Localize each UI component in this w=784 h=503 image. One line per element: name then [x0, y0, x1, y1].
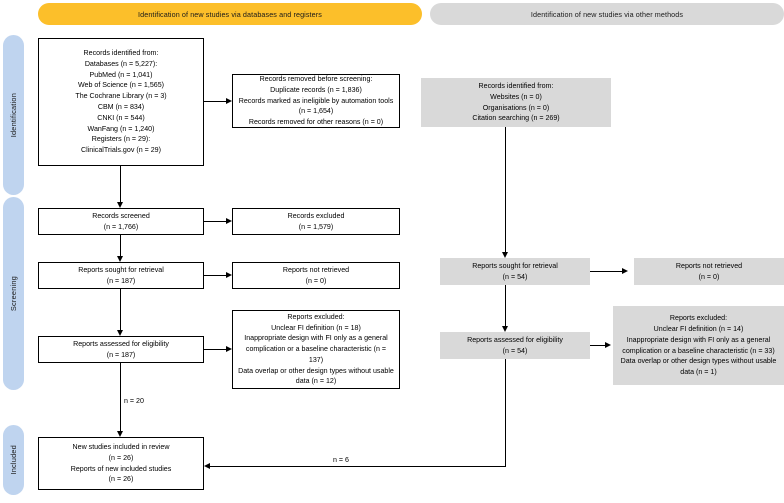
edge-other-assessed-down	[505, 359, 506, 466]
node-records-removed-before-screening: Records removed before screening: Duplic…	[232, 74, 400, 128]
stage-label-included: Included	[9, 445, 18, 475]
arrowhead-identified-to-screened	[116, 202, 123, 208]
header-databases-label: Identification of new studies via databa…	[138, 9, 322, 19]
edge-identified-to-removed	[204, 101, 226, 102]
edge-assessed-to-repexcluded	[204, 349, 226, 350]
arrowhead-screened-to-excluded	[226, 217, 232, 224]
node-reports-assessed-databases: Reports assessed for eligibility (n = 18…	[38, 336, 204, 363]
edge-label-n20: n = 20	[124, 397, 144, 405]
arrowhead-assessed-to-included	[116, 431, 123, 437]
arrowhead-assessed-to-repexcluded	[226, 345, 232, 352]
stage-label-identification: Identification	[9, 92, 18, 138]
arrowhead-sought-to-notretrieved	[226, 271, 232, 278]
node-reports-not-retrieved-other: Reports not retrieved (n = 0)	[634, 258, 784, 285]
header-other-label: Identification of new studies via other …	[530, 9, 684, 19]
stage-pill-included: Included	[3, 425, 24, 495]
node-reports-sought-other: Reports sought for retrieval (n = 54)	[440, 258, 590, 285]
arrowhead-other-identified-to-sought	[501, 252, 508, 258]
edge-sought-to-assessed	[120, 289, 121, 330]
arrowhead-screened-to-sought	[116, 256, 123, 262]
edge-screened-to-excluded	[204, 221, 226, 222]
arrowhead-other-to-included	[204, 462, 210, 469]
header-databases-registers: Identification of new studies via databa…	[38, 3, 422, 25]
stage-label-screening: Screening	[9, 275, 18, 312]
arrowhead-other-assessed-to-repexcluded	[605, 341, 611, 348]
node-new-studies-included: New studies included in review (n = 26) …	[38, 437, 204, 490]
node-records-identified-databases: Records identified from: Databases (n = …	[38, 38, 204, 166]
stage-pill-screening: Screening	[3, 197, 24, 390]
edge-sought-to-notretrieved	[204, 275, 226, 276]
edge-other-to-included	[210, 466, 506, 467]
edge-screened-to-sought	[120, 235, 121, 256]
edge-identified-to-screened	[120, 166, 121, 202]
edge-other-assessed-to-repexcluded	[590, 345, 605, 346]
edge-label-n6: n = 6	[333, 456, 349, 464]
node-reports-sought-databases: Reports sought for retrieval (n = 187)	[38, 262, 204, 289]
node-reports-excluded-databases: Reports excluded: Unclear FI definition …	[232, 310, 400, 389]
edge-other-identified-to-sought	[505, 127, 506, 252]
node-reports-assessed-other: Reports assessed for eligibility (n = 54…	[440, 332, 590, 359]
node-records-identified-other: Records identified from: Websites (n = 0…	[421, 78, 611, 127]
node-reports-excluded-other: Reports excluded: Unclear FI definition …	[613, 306, 784, 385]
arrowhead-other-sought-to-notretrieved	[622, 267, 628, 274]
node-records-excluded: Records excluded (n = 1,579)	[232, 208, 400, 235]
node-reports-not-retrieved-databases: Reports not retrieved (n = 0)	[232, 262, 400, 289]
header-other-methods: Identification of new studies via other …	[430, 3, 784, 25]
edge-assessed-to-included	[120, 363, 121, 431]
node-records-screened: Records screened (n = 1,766)	[38, 208, 204, 235]
arrowhead-other-sought-to-assessed	[501, 326, 508, 332]
stage-pill-identification: Identification	[3, 35, 24, 195]
arrowhead-sought-to-assessed	[116, 330, 123, 336]
edge-other-sought-to-notretrieved	[590, 271, 622, 272]
arrowhead-identified-to-removed	[226, 97, 232, 104]
edge-other-sought-to-assessed	[505, 285, 506, 326]
